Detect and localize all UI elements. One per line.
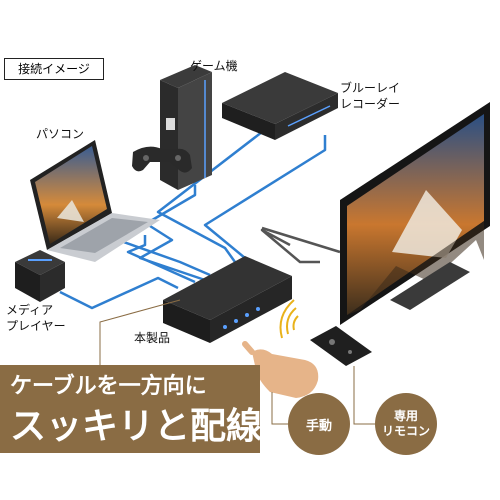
callout-lines (99, 299, 375, 425)
label-bluray-line1: ブルーレイ (340, 81, 401, 95)
label-bluray-line2: レコーダー (340, 97, 401, 111)
cable-tv (260, 228, 320, 264)
cable-pc-2 (138, 224, 206, 282)
remote-badge: 専用 リモコン (375, 393, 437, 455)
label-media-line1: メディア (6, 303, 54, 317)
label-pc: パソコン (36, 127, 85, 141)
headline-banner: ケーブルを一方向に スッキリと配線 (0, 365, 263, 453)
laptop-icon (30, 140, 160, 262)
headline-line2: スッキリと配線 (10, 406, 263, 447)
remote-badge-line1: 専用 (393, 409, 418, 423)
remote-control-icon (310, 326, 372, 366)
headline-line1: ケーブルを一方向に (10, 374, 207, 399)
hand-icon (242, 341, 319, 398)
product-switch-icon (163, 256, 292, 343)
media-player-icon (15, 250, 65, 302)
label-game-console: ゲーム機 (190, 59, 238, 73)
label-media-line2: プレイヤー (6, 319, 66, 333)
cable-tv-2 (261, 226, 341, 254)
game-console-icon (160, 65, 212, 190)
tv-icon (340, 102, 490, 325)
cable-bluray-2 (203, 135, 327, 259)
remote-badge-line2: リモコン (381, 424, 430, 438)
manual-badge: 手動 (288, 393, 350, 455)
game-controller-icon (132, 146, 192, 173)
signal-waves-icon (279, 299, 299, 339)
connection-image-tag: 接続イメージ (4, 58, 104, 80)
manual-badge-label: 手動 (305, 418, 332, 434)
bluray-recorder-icon (222, 72, 338, 140)
cable-pc (126, 235, 196, 284)
cable-media (59, 276, 179, 310)
label-product: 本製品 (134, 331, 171, 345)
